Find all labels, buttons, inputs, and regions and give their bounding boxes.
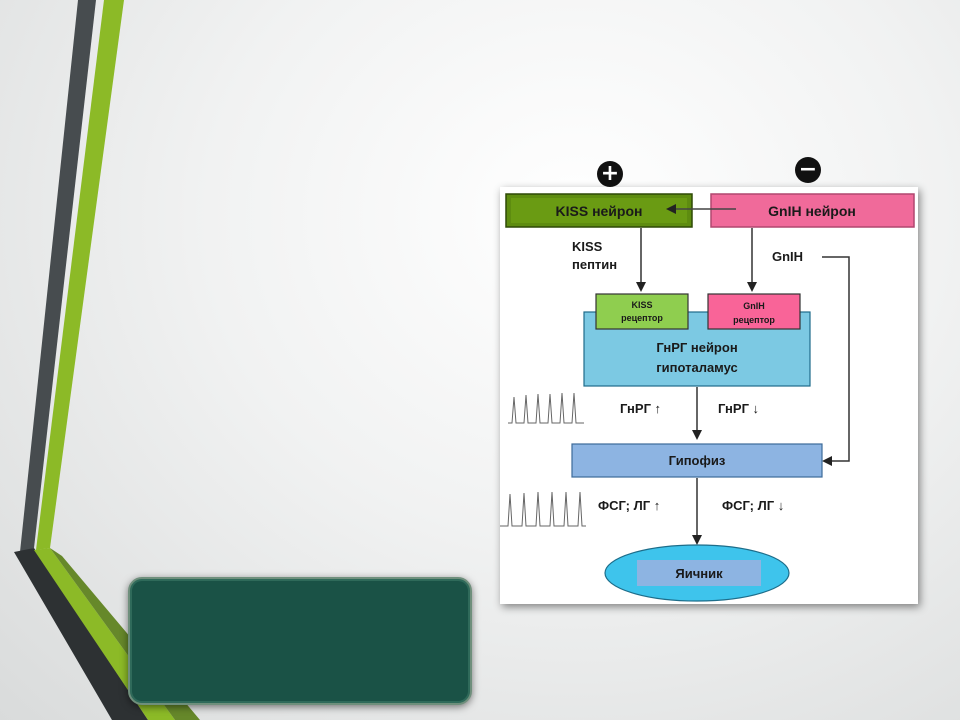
gray-stripe	[20, 0, 96, 552]
kiss-receptor-label-2: рецептор	[621, 313, 663, 323]
gnih-label: GnIH	[772, 249, 803, 264]
plus-sign-icon: +	[597, 161, 623, 187]
kiss-receptor-label-1: KISS	[631, 300, 652, 310]
fsh-lh-up-label: ФСГ; ЛГ ↑	[598, 498, 660, 513]
kiss-receptor-node: KISS рецептор	[595, 293, 689, 330]
ovary-node: Яичник	[604, 544, 790, 602]
hormone-regulation-diagram: KISS нейрон GnIH нейрон KISS пептин GnIH…	[500, 193, 915, 602]
fsh-lh-pulse-waveform	[500, 491, 586, 527]
pituitary-node: Гипофиз	[571, 443, 823, 478]
gnrh-down-label: ГнРГ ↓	[718, 401, 759, 416]
gnrh-neuron-label-1: ГнРГ нейрон	[656, 340, 737, 355]
gnrh-pulse-waveform	[508, 392, 584, 424]
fsh-lh-down-label: ФСГ; ЛГ ↓	[722, 498, 784, 513]
gnih-receptor-label-2: рецептор	[733, 315, 775, 325]
gnih-neuron-label: GnIH нейрон	[768, 203, 856, 219]
diagram-panel: KISS нейрон GnIH нейрон KISS пептин GnIH…	[500, 187, 918, 604]
minus-sign-icon: −	[795, 157, 821, 183]
gnih-receptor-node: GnIH рецептор	[707, 293, 801, 330]
kiss-peptide-label-1: KISS	[572, 239, 603, 254]
kiss-neuron-label: KISS нейрон	[556, 203, 643, 219]
gnrh-up-label: ГнРГ ↑	[620, 401, 661, 416]
gnih-to-pituitary-arrow	[822, 256, 850, 466]
title-box	[128, 577, 472, 705]
green-stripe	[36, 0, 124, 550]
ovary-label: Яичник	[675, 566, 723, 581]
gnih-receptor-label-1: GnIH	[743, 301, 765, 311]
gnih-neuron-node: GnIH нейрон	[710, 193, 915, 228]
dark-lower-stripe	[14, 548, 148, 720]
kiss-peptide-label-2: пептин	[572, 257, 617, 272]
gnrh-neuron-label-2: гипоталамус	[656, 360, 738, 375]
kiss-neuron-node: KISS нейрон	[505, 193, 693, 228]
pituitary-label: Гипофиз	[669, 453, 726, 468]
